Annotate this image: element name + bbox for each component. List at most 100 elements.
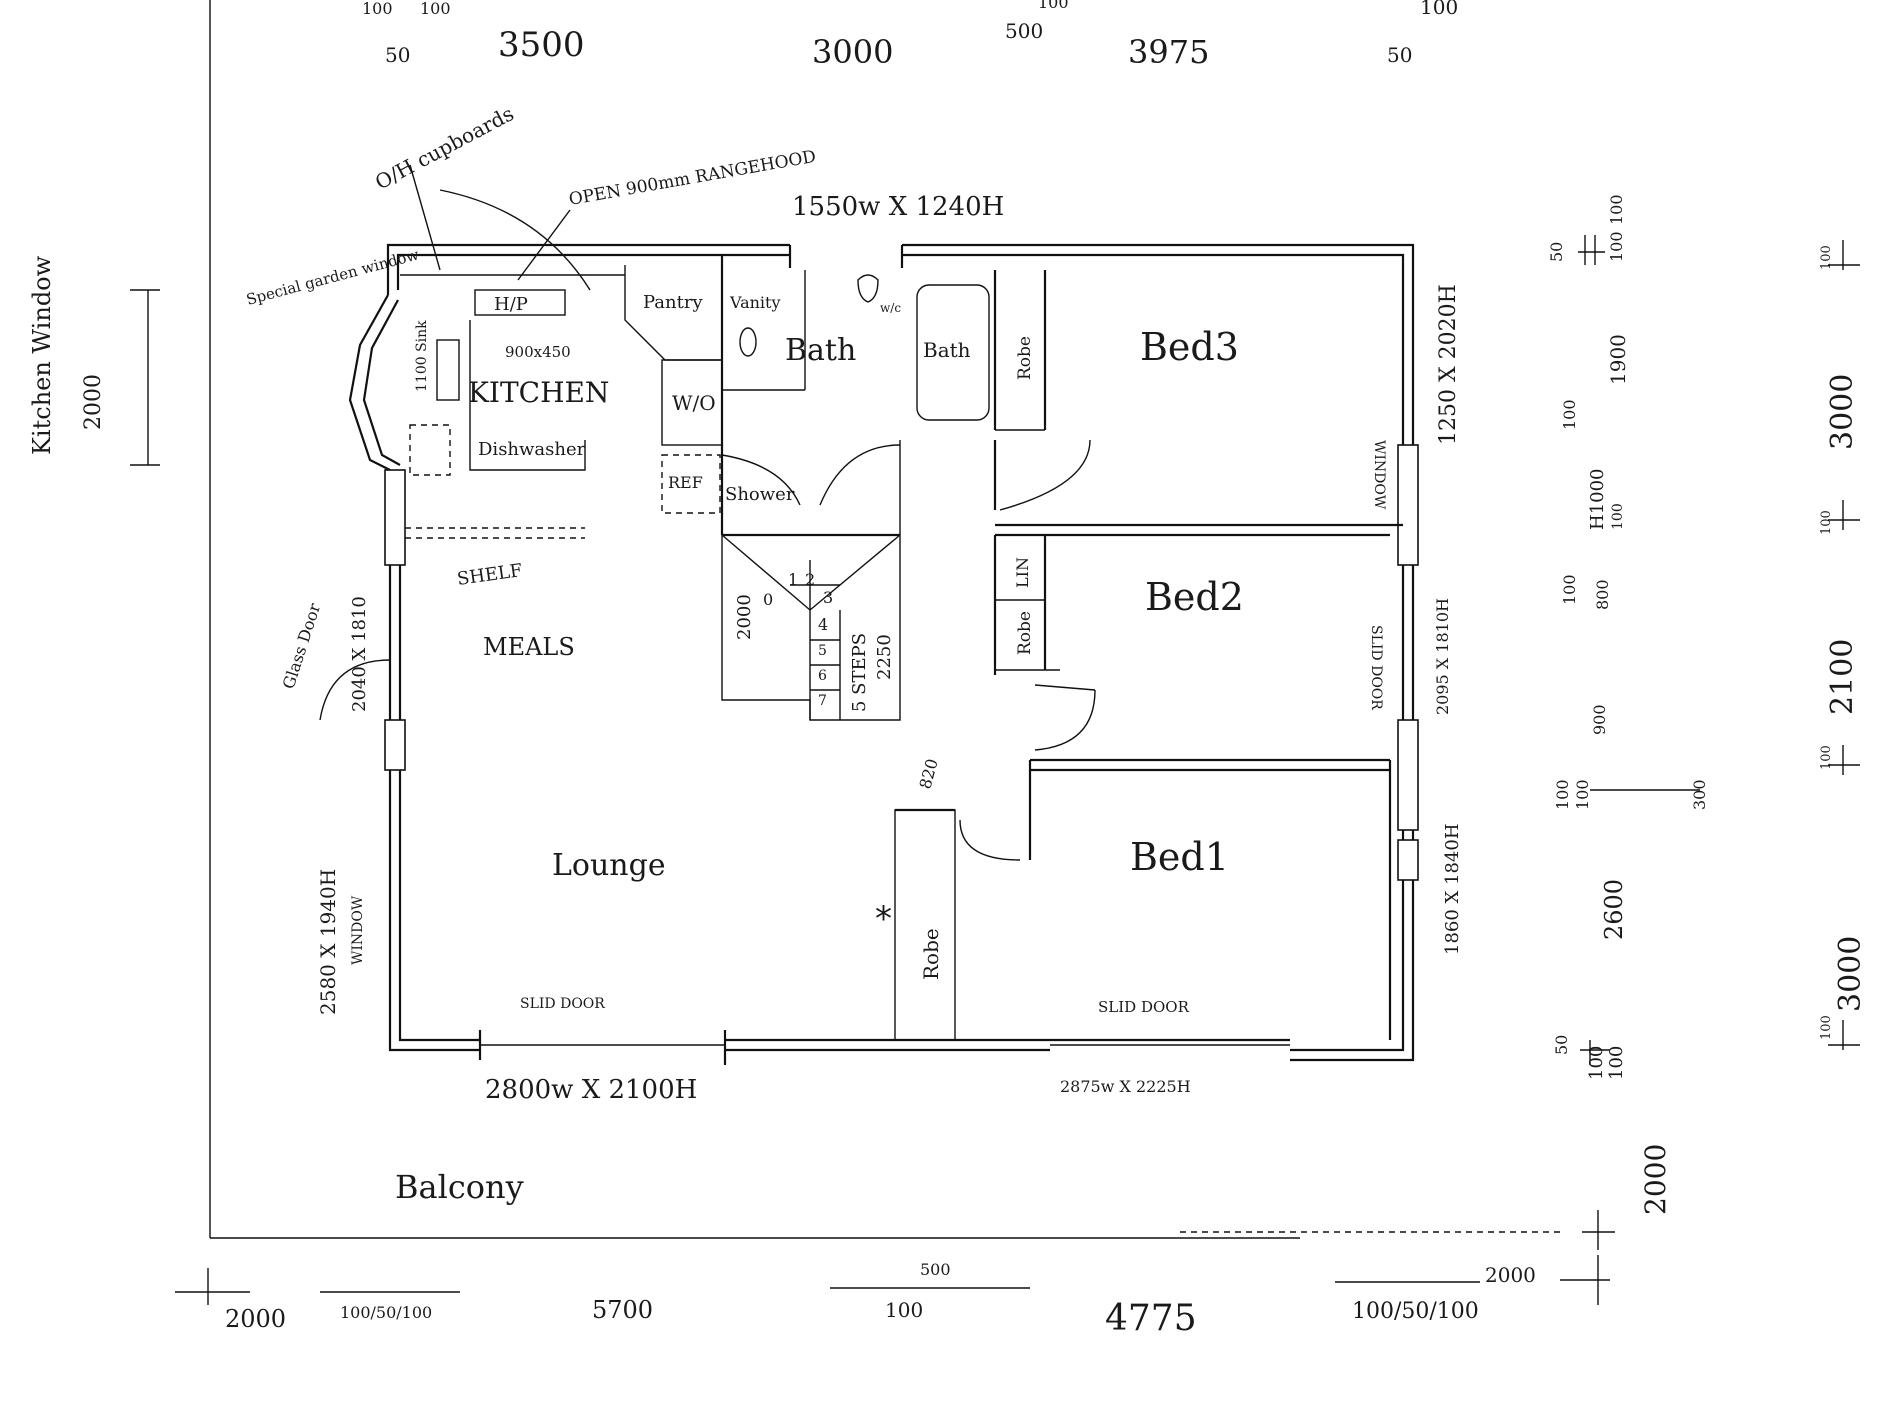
note-shelf: SHELF <box>456 560 524 590</box>
label-bath: Bath <box>785 333 856 368</box>
kitchen-bench <box>469 320 586 471</box>
note-kitchen-window: Kitchen Window <box>28 255 56 455</box>
leader-cupboards-2 <box>439 189 591 291</box>
wall-bottom-right-inner <box>1290 1040 1405 1052</box>
dim-ro-t2: 100 <box>1819 510 1834 535</box>
label-robe-bed3: Robe <box>1015 336 1035 380</box>
wall-top-right-inner <box>902 253 1405 340</box>
leader-cupboards <box>409 164 441 271</box>
label-wo: W/O <box>672 391 716 415</box>
label-bathtub: Bath <box>923 338 971 362</box>
bath-door-swing <box>819 444 901 506</box>
dim-top-t3: 100 <box>1038 0 1069 12</box>
dim-bottom-1: 2000 <box>225 1305 286 1333</box>
dim-ri-r: 300 <box>1690 779 1709 810</box>
dim-ri-d: 1900 <box>1606 334 1630 385</box>
dim-ri-n: 50 <box>1552 1035 1571 1055</box>
label-ref: REF <box>668 473 703 492</box>
dim-ri-f: H1000 <box>1587 468 1608 530</box>
dim-ri-l: 100 <box>1573 779 1592 810</box>
wall-bottom-left-outer <box>388 1000 480 1052</box>
hotplate <box>474 289 566 316</box>
wall-bottom-left <box>398 1000 480 1042</box>
bathtub <box>916 284 990 421</box>
opening-lounge-window-label: WINDOW <box>350 895 366 965</box>
note-rangehood: OPEN 900mm RANGEHOOD <box>567 147 817 210</box>
wall-top-left <box>386 243 790 295</box>
window-lounge-west <box>384 719 406 771</box>
dim-ri-e: 100 <box>1560 399 1579 430</box>
dim-bottom-3: 5700 <box>592 1296 653 1324</box>
label-bed2: Bed2 <box>1145 575 1244 619</box>
label-robe-bed2: Robe <box>1015 611 1035 655</box>
window-bed1-east <box>1397 839 1419 881</box>
opening-bath-window: 1550w X 1240H <box>792 192 1004 222</box>
stairs-width: 2000 <box>734 594 755 640</box>
dim-top-s2: 500 <box>1005 19 1043 43</box>
label-pantry: Pantry <box>643 292 703 313</box>
dishwasher-box <box>409 424 451 476</box>
wall-bottom-right <box>1290 1040 1415 1062</box>
dim-top-t1: 100 <box>362 0 393 18</box>
robe-lounge <box>894 809 956 1041</box>
label-bed3: Bed3 <box>1140 325 1239 369</box>
label-balcony: Balcony <box>395 1168 524 1206</box>
opening-bed2-door: 2095 X 1810H <box>1433 598 1452 715</box>
dim-top-t4: 100 <box>1420 0 1458 19</box>
note-sink: 1100 Sink <box>414 320 430 392</box>
note-hp: H/P <box>494 294 528 315</box>
note-special-window: Special garden window <box>244 245 421 308</box>
dim-bottom-6: 4775 <box>1105 1298 1197 1339</box>
toilet <box>857 274 879 303</box>
dim-ri-a: 50 <box>1547 242 1566 262</box>
label-bed1: Bed1 <box>1130 835 1229 879</box>
dim-ro-t3: 100 <box>1819 745 1834 770</box>
label-vanity: Vanity <box>729 293 781 312</box>
bed2-door-swing <box>1034 689 1096 751</box>
opening-lounge-window: 2580 X 1940H <box>316 869 340 1015</box>
wall-top-left-inner <box>396 253 790 290</box>
opening-lounge-slide-size: 2800w X 2100H <box>485 1075 697 1105</box>
stairs-n0: 0 <box>763 590 773 609</box>
dim-bottom-4: 500 <box>920 1260 951 1279</box>
dims-right-inner: 50 100 100 1900 100 H1000 100 800 100 90… <box>1547 194 1709 1250</box>
asterisk-mark: * <box>875 899 892 939</box>
dim-ri-k: 100 <box>1553 779 1572 810</box>
stair-tread <box>721 534 811 611</box>
glass-door-swing <box>319 659 391 721</box>
stairs-n4: 4 <box>818 615 828 634</box>
dim-bottom-7: 100/50/100 <box>1352 1299 1479 1324</box>
opening-bed3-window: 1250 X 2020H <box>1436 284 1461 445</box>
dim-top-s3: 50 <box>1387 43 1412 67</box>
stairs-length: 2250 <box>874 634 895 680</box>
dim-bottom-5: 100 <box>885 1298 923 1322</box>
sink <box>436 339 460 401</box>
dim-top-1: 3500 <box>498 25 585 65</box>
dim-ro-c: 3000 <box>1833 936 1868 1012</box>
dims-right-outer: 3000 2100 3000 100 100 100 100 <box>1819 240 1868 1050</box>
opening-lounge-slide: SLID DOOR <box>520 996 605 1012</box>
dim-ri-h: 800 <box>1593 579 1612 610</box>
leader-rangehood <box>517 209 571 281</box>
opening-bed1-slide: SLID DOOR <box>1098 998 1190 1016</box>
dim-ri-c: 100 <box>1607 231 1626 262</box>
dim-bottom-8: 2000 <box>1485 1263 1536 1287</box>
window-bed3-east <box>1397 444 1419 566</box>
stairs-n2: 2 <box>805 570 815 589</box>
opening-bed3-window-label: WINDOW <box>1371 440 1387 510</box>
label-lounge: Lounge <box>552 848 666 883</box>
bay-window <box>348 294 391 471</box>
opening-glass-door-size: 2040 X 1810 <box>349 596 370 712</box>
note-dishwasher: Dishwasher <box>478 439 586 460</box>
stairs-n6: 6 <box>818 668 827 684</box>
dim-ri-i: 100 <box>1560 574 1579 605</box>
bay-window-inner <box>362 299 401 466</box>
label-lin: LIN <box>1013 557 1032 588</box>
stairs-n3: 3 <box>823 588 833 607</box>
opening-bed1-slide-size: 2875w X 2225H <box>1060 1077 1191 1096</box>
dim-ro-a: 3000 <box>1825 374 1860 450</box>
stair-tread <box>809 534 901 611</box>
bed2-door-leaf <box>1034 684 1096 691</box>
label-robe-lounge: Robe <box>919 928 943 980</box>
